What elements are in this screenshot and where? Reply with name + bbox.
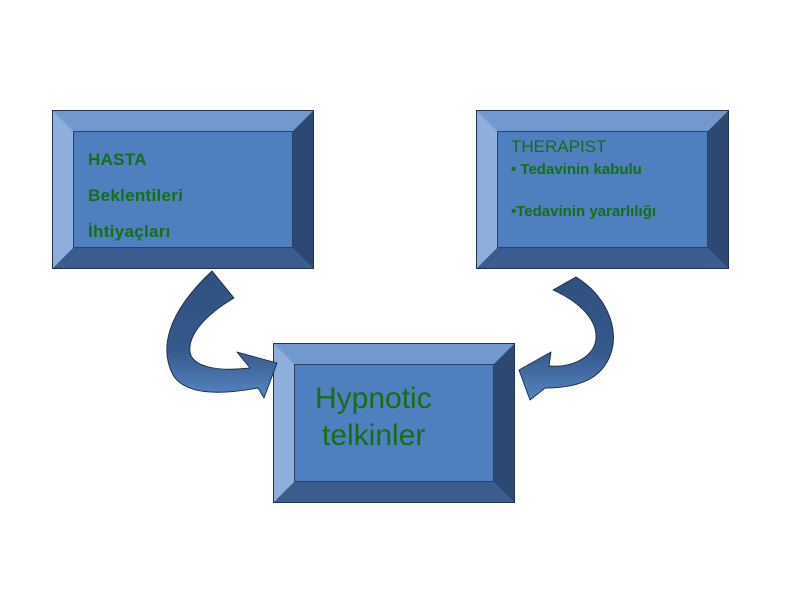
beklentileri-label: Beklentileri xyxy=(88,186,184,205)
hypnotic-box: Hypnotic telkinler xyxy=(274,344,514,502)
therapist-title: THERAPIST xyxy=(511,137,607,156)
ihtiyaclari-label: İhtiyaçları xyxy=(88,222,171,241)
therapist-item: • Tedavinin kabulu xyxy=(511,161,642,178)
curved-arrow-left xyxy=(166,270,278,399)
hasta-title: HASTA xyxy=(88,150,147,169)
therapist-item: •Tedavinin yararlılığı xyxy=(511,203,657,220)
hypnotic-label: Hypnotic xyxy=(315,382,432,415)
hasta-box: HASTA Beklentileri İhtiyaçları xyxy=(53,111,313,268)
telkinler-label: telkinler xyxy=(322,419,426,452)
curved-arrow-right xyxy=(518,276,614,401)
therapist-box: THERAPIST • Tedavinin kabulu •Tedavinin … xyxy=(477,111,728,268)
